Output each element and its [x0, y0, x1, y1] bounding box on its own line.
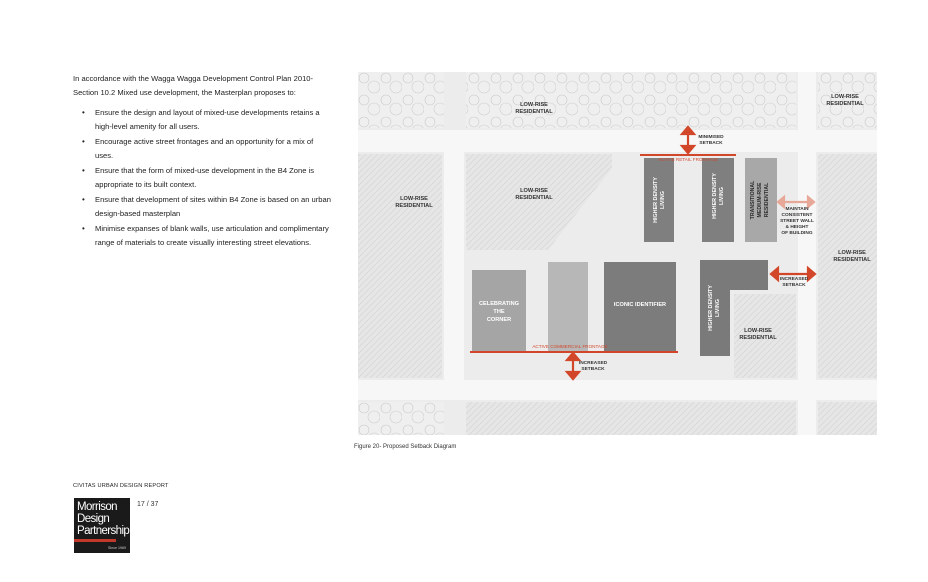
- label-higher-density-2: HIGHER DENSITY: [712, 173, 718, 219]
- label-low-rise-top-right: LOW-RISE: [831, 94, 859, 100]
- label-transitional: TRANSITIONAL: [750, 180, 756, 219]
- road-horizontal-top: [358, 130, 877, 152]
- logo-accent-bar: [74, 539, 116, 542]
- logo-line-3: Partnership: [77, 525, 130, 537]
- svg-text:CORNER: CORNER: [487, 317, 511, 323]
- iconic-identifier-block: [604, 262, 676, 352]
- label-celebrating-corner: CELEBRATING: [479, 301, 519, 307]
- logo-line-2: Design: [77, 513, 110, 525]
- svg-text:& HEIGHT: & HEIGHT: [786, 224, 809, 230]
- list-item: Encourage active street frontages and an…: [82, 135, 331, 163]
- road-vertical-right: [798, 72, 816, 435]
- svg-text:RESIDENTIAL: RESIDENTIAL: [764, 182, 770, 217]
- transitional-block: [745, 158, 777, 242]
- label-higher-density-1: HIGHER DENSITY: [653, 177, 659, 223]
- setback-diagram: LOW-RISE RESIDENTIAL LOW-RISE RESIDENTIA…: [358, 72, 877, 435]
- label-increased-setback-right: INCREASED: [780, 276, 809, 282]
- svg-text:MEDIUM-RISE: MEDIUM-RISE: [757, 182, 763, 217]
- svg-text:RESIDENTIAL: RESIDENTIAL: [739, 335, 777, 341]
- svg-text:RESIDENTIAL: RESIDENTIAL: [515, 195, 553, 201]
- label-low-rise-left: LOW-RISE: [400, 196, 428, 202]
- report-title: CIVITAS URBAN DESIGN REPORT: [73, 483, 169, 489]
- higher-density-block-2: [702, 158, 734, 242]
- objectives-list: Ensure the design and layout of mixed-us…: [73, 106, 331, 250]
- center-residential-block: [466, 154, 612, 250]
- low-rise-bottom-right-parcel: [734, 294, 796, 378]
- svg-text:OF BUILDING: OF BUILDING: [781, 230, 812, 236]
- increased-setback-right-arrow: [769, 265, 817, 283]
- list-item: Minimise expanses of blank walls, use ar…: [82, 222, 331, 250]
- svg-text:CONSISTENT: CONSISTENT: [782, 212, 813, 218]
- label-minimised-setback: MINIMISED: [698, 134, 724, 140]
- list-item: Ensure the design and layout of mixed-us…: [82, 106, 331, 134]
- svg-text:LIVING: LIVING: [719, 187, 725, 205]
- body-text: In accordance with the Wagga Wagga Devel…: [73, 72, 331, 251]
- company-logo: Morrison Design Partnership Since 1969: [74, 498, 130, 553]
- maintain-street-wall-arrow: [776, 194, 816, 210]
- svg-text:STREET WALL: STREET WALL: [780, 218, 814, 224]
- label-active-commercial: ACTIVE COMMERCIAL FRONTAGE: [532, 344, 607, 349]
- svg-text:SETBACK: SETBACK: [581, 366, 605, 372]
- list-item: Ensure that development of sites within …: [82, 193, 331, 221]
- middle-block: [548, 262, 588, 352]
- svg-text:RESIDENTIAL: RESIDENTIAL: [833, 257, 871, 263]
- label-low-rise-right: LOW-RISE: [838, 250, 866, 256]
- intro-paragraph: In accordance with the Wagga Wagga Devel…: [73, 74, 314, 97]
- svg-text:LIVING: LIVING: [660, 191, 666, 209]
- road-horizontal-bottom: [358, 380, 877, 400]
- svg-text:SETBACK: SETBACK: [699, 140, 723, 146]
- label-higher-density-3: HIGHER DENSITY: [708, 285, 714, 331]
- figure-caption: Figure 20- Proposed Setback Diagram: [354, 444, 457, 450]
- label-low-rise-bottom-right: LOW-RISE: [744, 328, 772, 334]
- increased-setback-bottom-arrow: [564, 351, 582, 381]
- list-item: Ensure that the form of mixed-use develo…: [82, 164, 331, 192]
- logo-since: Since 1969: [108, 546, 126, 550]
- svg-text:SETBACK: SETBACK: [782, 282, 806, 288]
- road-vertical-left: [444, 130, 464, 400]
- svg-text:RESIDENTIAL: RESIDENTIAL: [515, 109, 553, 115]
- higher-density-block-3: [700, 260, 768, 356]
- svg-text:RESIDENTIAL: RESIDENTIAL: [395, 203, 433, 209]
- label-active-retail: ACTIVE RETAIL FRONTAGE: [658, 157, 718, 162]
- logo-line-1: Morrison: [77, 501, 118, 513]
- label-increased-setback-bottom: INCREASED: [579, 360, 608, 366]
- label-iconic-identifier: ICONIC IDENTIFIER: [614, 302, 666, 308]
- svg-text:THE: THE: [493, 309, 504, 315]
- svg-text:LIVING: LIVING: [715, 299, 721, 317]
- label-maintain-street-wall: MAINTAIN: [785, 206, 809, 212]
- higher-density-block-1: [644, 158, 674, 242]
- page-number: 17 / 37: [137, 501, 159, 508]
- label-low-rise-top: LOW-RISE: [520, 102, 548, 108]
- celebrating-corner-block: [472, 270, 526, 352]
- svg-text:RESIDENTIAL: RESIDENTIAL: [826, 101, 864, 107]
- label-low-rise-center: LOW-RISE: [520, 188, 548, 194]
- minimised-setback-arrow: [679, 125, 697, 155]
